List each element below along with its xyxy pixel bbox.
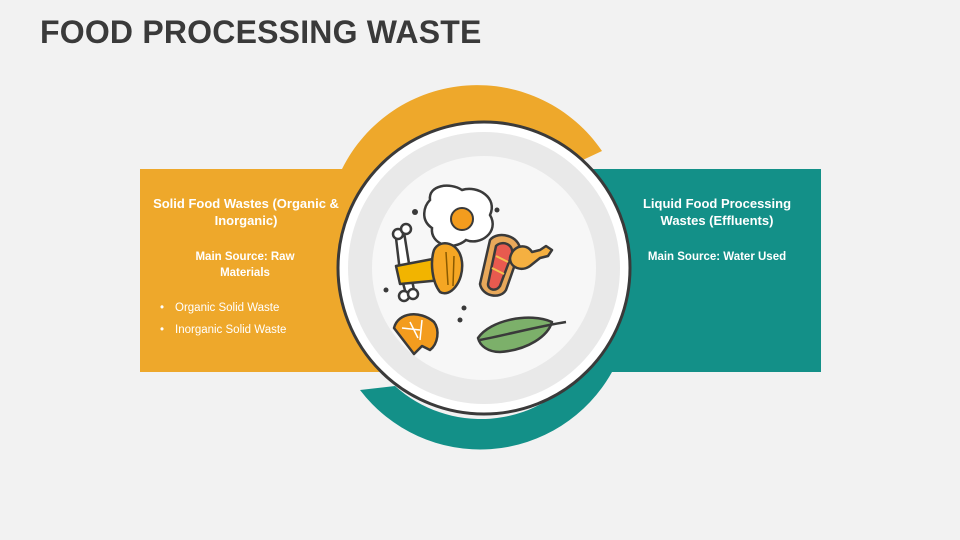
bottom-arc-shape (360, 372, 612, 450)
list-item: Organic Solid Waste (160, 297, 286, 319)
orange-slice-icon (392, 313, 439, 356)
page-title: FOOD PROCESSING WASTE (40, 14, 482, 50)
chicken-leg-icon (508, 244, 554, 270)
top-arc-shape (342, 85, 602, 172)
solid-waste-list: Organic Solid Waste Inorganic Solid Wast… (160, 297, 286, 341)
solid-waste-heading: Solid Food Wastes (Organic & Inorganic) (153, 196, 339, 228)
hotdog-icon (478, 233, 522, 297)
liquid-waste-source: Main Source: Water Used (647, 251, 787, 263)
leaf-icon (476, 316, 567, 354)
solid-waste-source: Main Source: Raw Materials (195, 251, 295, 279)
liquid-waste-panel: Liquid Food Processing Wastes (Effluents… (580, 169, 821, 372)
liquid-waste-heading: Liquid Food Processing Wastes (Effluents… (642, 196, 792, 228)
list-item: Inorganic Solid Waste (160, 319, 286, 341)
fried-egg-icon (423, 184, 494, 247)
crumbs (383, 207, 500, 323)
bone-icon (391, 222, 420, 303)
mushroom-icon (394, 242, 464, 295)
